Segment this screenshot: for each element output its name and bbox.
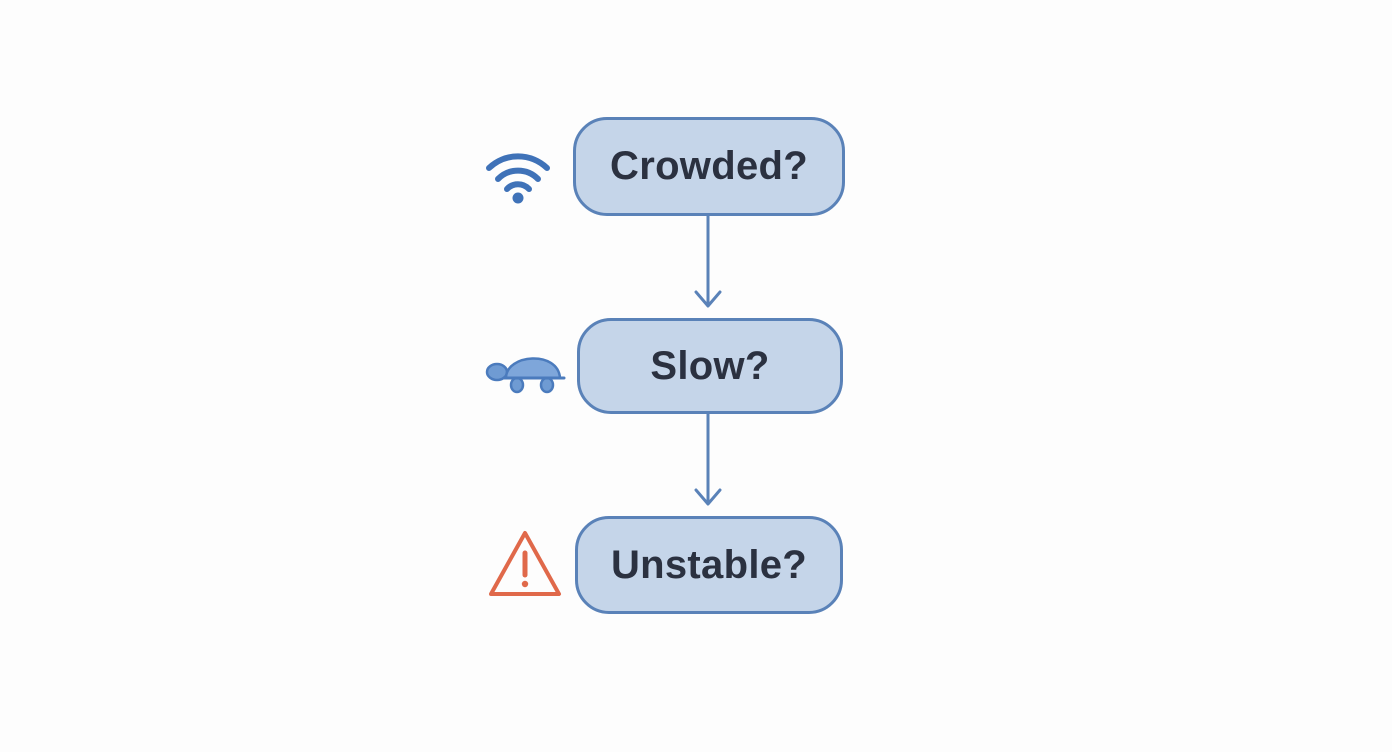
- step-crowded-box: Crowded?: [573, 117, 845, 216]
- step-unstable-box: Unstable?: [575, 516, 843, 614]
- step-crowded-label: Crowded?: [610, 144, 808, 188]
- wifi-icon: [486, 153, 550, 204]
- step-slow-box: Slow?: [577, 318, 843, 414]
- turtle-icon: [485, 357, 566, 394]
- flow-arrow-1: [694, 216, 722, 308]
- flow-arrow-2: [694, 414, 722, 506]
- warning-icon: [489, 531, 561, 596]
- step-unstable-label: Unstable?: [610, 542, 808, 587]
- step-slow-label: Slow?: [650, 343, 770, 388]
